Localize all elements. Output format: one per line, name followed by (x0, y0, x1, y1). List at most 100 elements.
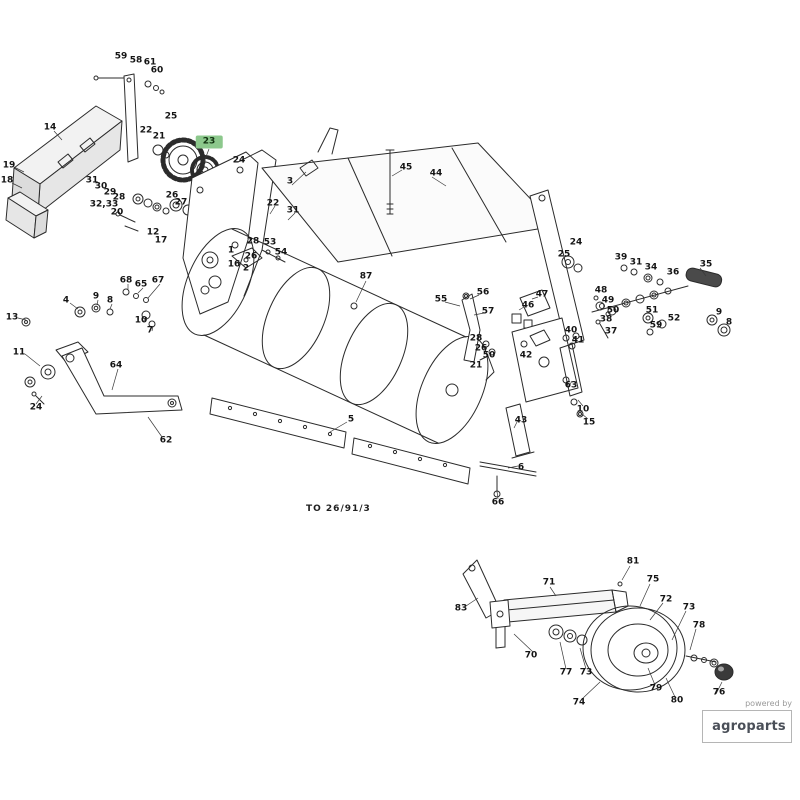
part-label[interactable]: 28 (112, 192, 126, 203)
part-label[interactable]: 4 (62, 295, 70, 306)
part-label[interactable]: 87 (359, 271, 373, 282)
part-label[interactable]: 3 (286, 176, 294, 187)
part-label[interactable]: 19 (2, 160, 16, 171)
part-label[interactable]: 24 (29, 402, 43, 413)
part-label[interactable]: 9 (715, 307, 723, 318)
part-label[interactable]: 53 (263, 237, 277, 248)
part-label[interactable]: 78 (692, 620, 706, 631)
part-label[interactable]: 58 (129, 55, 143, 66)
leader-lines (11, 130, 723, 700)
part-label[interactable]: 63 (564, 380, 578, 391)
part-label[interactable]: 16 (227, 259, 241, 270)
part-label[interactable]: 48 (594, 285, 608, 296)
part-label[interactable]: 70 (524, 650, 538, 661)
part-label[interactable]: 37 (604, 326, 618, 337)
part-label[interactable]: 42 (519, 350, 533, 361)
part-label[interactable]: 74 (572, 697, 586, 708)
part-label[interactable]: 28 (246, 236, 260, 247)
part-label[interactable]: 31 (85, 175, 99, 186)
part-label[interactable]: 14 (43, 122, 57, 133)
part-label[interactable]: 50 (606, 305, 620, 316)
part-label[interactable]: 15 (582, 417, 596, 428)
part-label[interactable]: 13 (5, 312, 19, 323)
part-label[interactable]: 65 (134, 279, 148, 290)
part-label[interactable]: 52 (667, 313, 681, 324)
part-label[interactable]: 32,33 (89, 199, 119, 210)
part-label[interactable]: 80 (670, 695, 684, 706)
part-label[interactable]: 9 (92, 291, 100, 302)
part-label[interactable]: 36 (666, 267, 680, 278)
part-label[interactable]: 11 (12, 347, 26, 358)
part-label[interactable]: 45 (399, 162, 413, 173)
part-label[interactable]: 25 (164, 111, 178, 122)
part-label[interactable]: 47 (535, 289, 549, 300)
part-label[interactable]: 73 (682, 602, 696, 613)
part-label[interactable]: 7 (146, 325, 154, 336)
part-label[interactable]: 6 (517, 462, 525, 473)
part-label[interactable]: 18 (0, 175, 14, 186)
part-label-highlighted[interactable]: 23 (195, 135, 223, 149)
part-label[interactable]: 21 (469, 360, 483, 371)
part-label[interactable]: 30 (94, 181, 108, 192)
part-label[interactable]: 60 (150, 65, 164, 76)
part-label[interactable]: 50 (482, 350, 496, 361)
part-label[interactable]: 51 (645, 305, 659, 316)
part-label[interactable]: 40 (564, 325, 578, 336)
part-label[interactable]: 79 (649, 683, 663, 694)
part-label[interactable]: 26 (244, 251, 258, 262)
part-label[interactable]: 24 (569, 237, 583, 248)
part-label[interactable]: 43 (514, 415, 528, 426)
part-label[interactable]: 21 (152, 131, 166, 142)
part-label[interactable]: 8 (725, 317, 733, 328)
part-label[interactable]: 26 (474, 343, 488, 354)
part-label[interactable]: 24 (232, 155, 246, 166)
part-label[interactable]: 77 (559, 667, 573, 678)
part-label[interactable]: 8 (106, 295, 114, 306)
part-label[interactable]: 1 (227, 245, 235, 256)
part-label[interactable]: 66 (491, 497, 505, 508)
part-label[interactable]: 57 (481, 306, 495, 317)
part-label[interactable]: 28 (469, 333, 483, 344)
part-label[interactable]: 27 (174, 197, 188, 208)
part-label[interactable]: 81 (626, 556, 640, 567)
part-label[interactable]: 46 (521, 300, 535, 311)
part-label[interactable]: 55 (434, 294, 448, 305)
part-label[interactable]: 20 (110, 207, 124, 218)
part-label[interactable]: 83 (454, 603, 468, 614)
part-label[interactable]: 56 (476, 287, 490, 298)
part-label[interactable]: 22 (266, 198, 280, 209)
part-label[interactable]: 39 (614, 252, 628, 263)
part-label[interactable]: 73 (579, 667, 593, 678)
part-label[interactable]: 62 (159, 435, 173, 446)
part-label[interactable]: 31 (629, 257, 643, 268)
part-label[interactable]: 59 (649, 320, 663, 331)
part-label[interactable]: 41 (571, 335, 585, 346)
part-label[interactable]: 22 (139, 125, 153, 136)
part-label[interactable]: 54 (274, 247, 288, 258)
part-label[interactable]: 2 (242, 263, 250, 274)
part-label[interactable]: 64 (109, 360, 123, 371)
part-label[interactable]: 71 (542, 577, 556, 588)
part-label[interactable]: 38 (599, 314, 613, 325)
part-label[interactable]: 10 (134, 315, 148, 326)
part-label[interactable]: 59 (114, 51, 128, 62)
part-label[interactable]: 26 (165, 190, 179, 201)
part-label[interactable]: 75 (646, 574, 660, 585)
part-label[interactable]: 72 (659, 594, 673, 605)
part-label[interactable]: 25 (557, 249, 571, 260)
part-label[interactable]: 29 (103, 187, 117, 198)
part-label[interactable]: 5 (347, 414, 355, 425)
part-label[interactable]: 34 (644, 262, 658, 273)
part-label[interactable]: 31 (286, 205, 300, 216)
part-label[interactable]: 17 (154, 235, 168, 246)
part-label[interactable]: 49 (601, 295, 615, 306)
part-label[interactable]: 44 (429, 168, 443, 179)
part-label[interactable]: 76 (712, 687, 726, 698)
part-label[interactable]: 10 (576, 404, 590, 415)
part-label[interactable]: 68 (119, 275, 133, 286)
part-label[interactable]: 12 (146, 227, 160, 238)
part-label[interactable]: 67 (151, 275, 165, 286)
part-label[interactable]: 35 (699, 259, 713, 270)
agroparts-logo[interactable]: agroparts (702, 710, 792, 743)
part-label[interactable]: 61 (143, 57, 157, 68)
